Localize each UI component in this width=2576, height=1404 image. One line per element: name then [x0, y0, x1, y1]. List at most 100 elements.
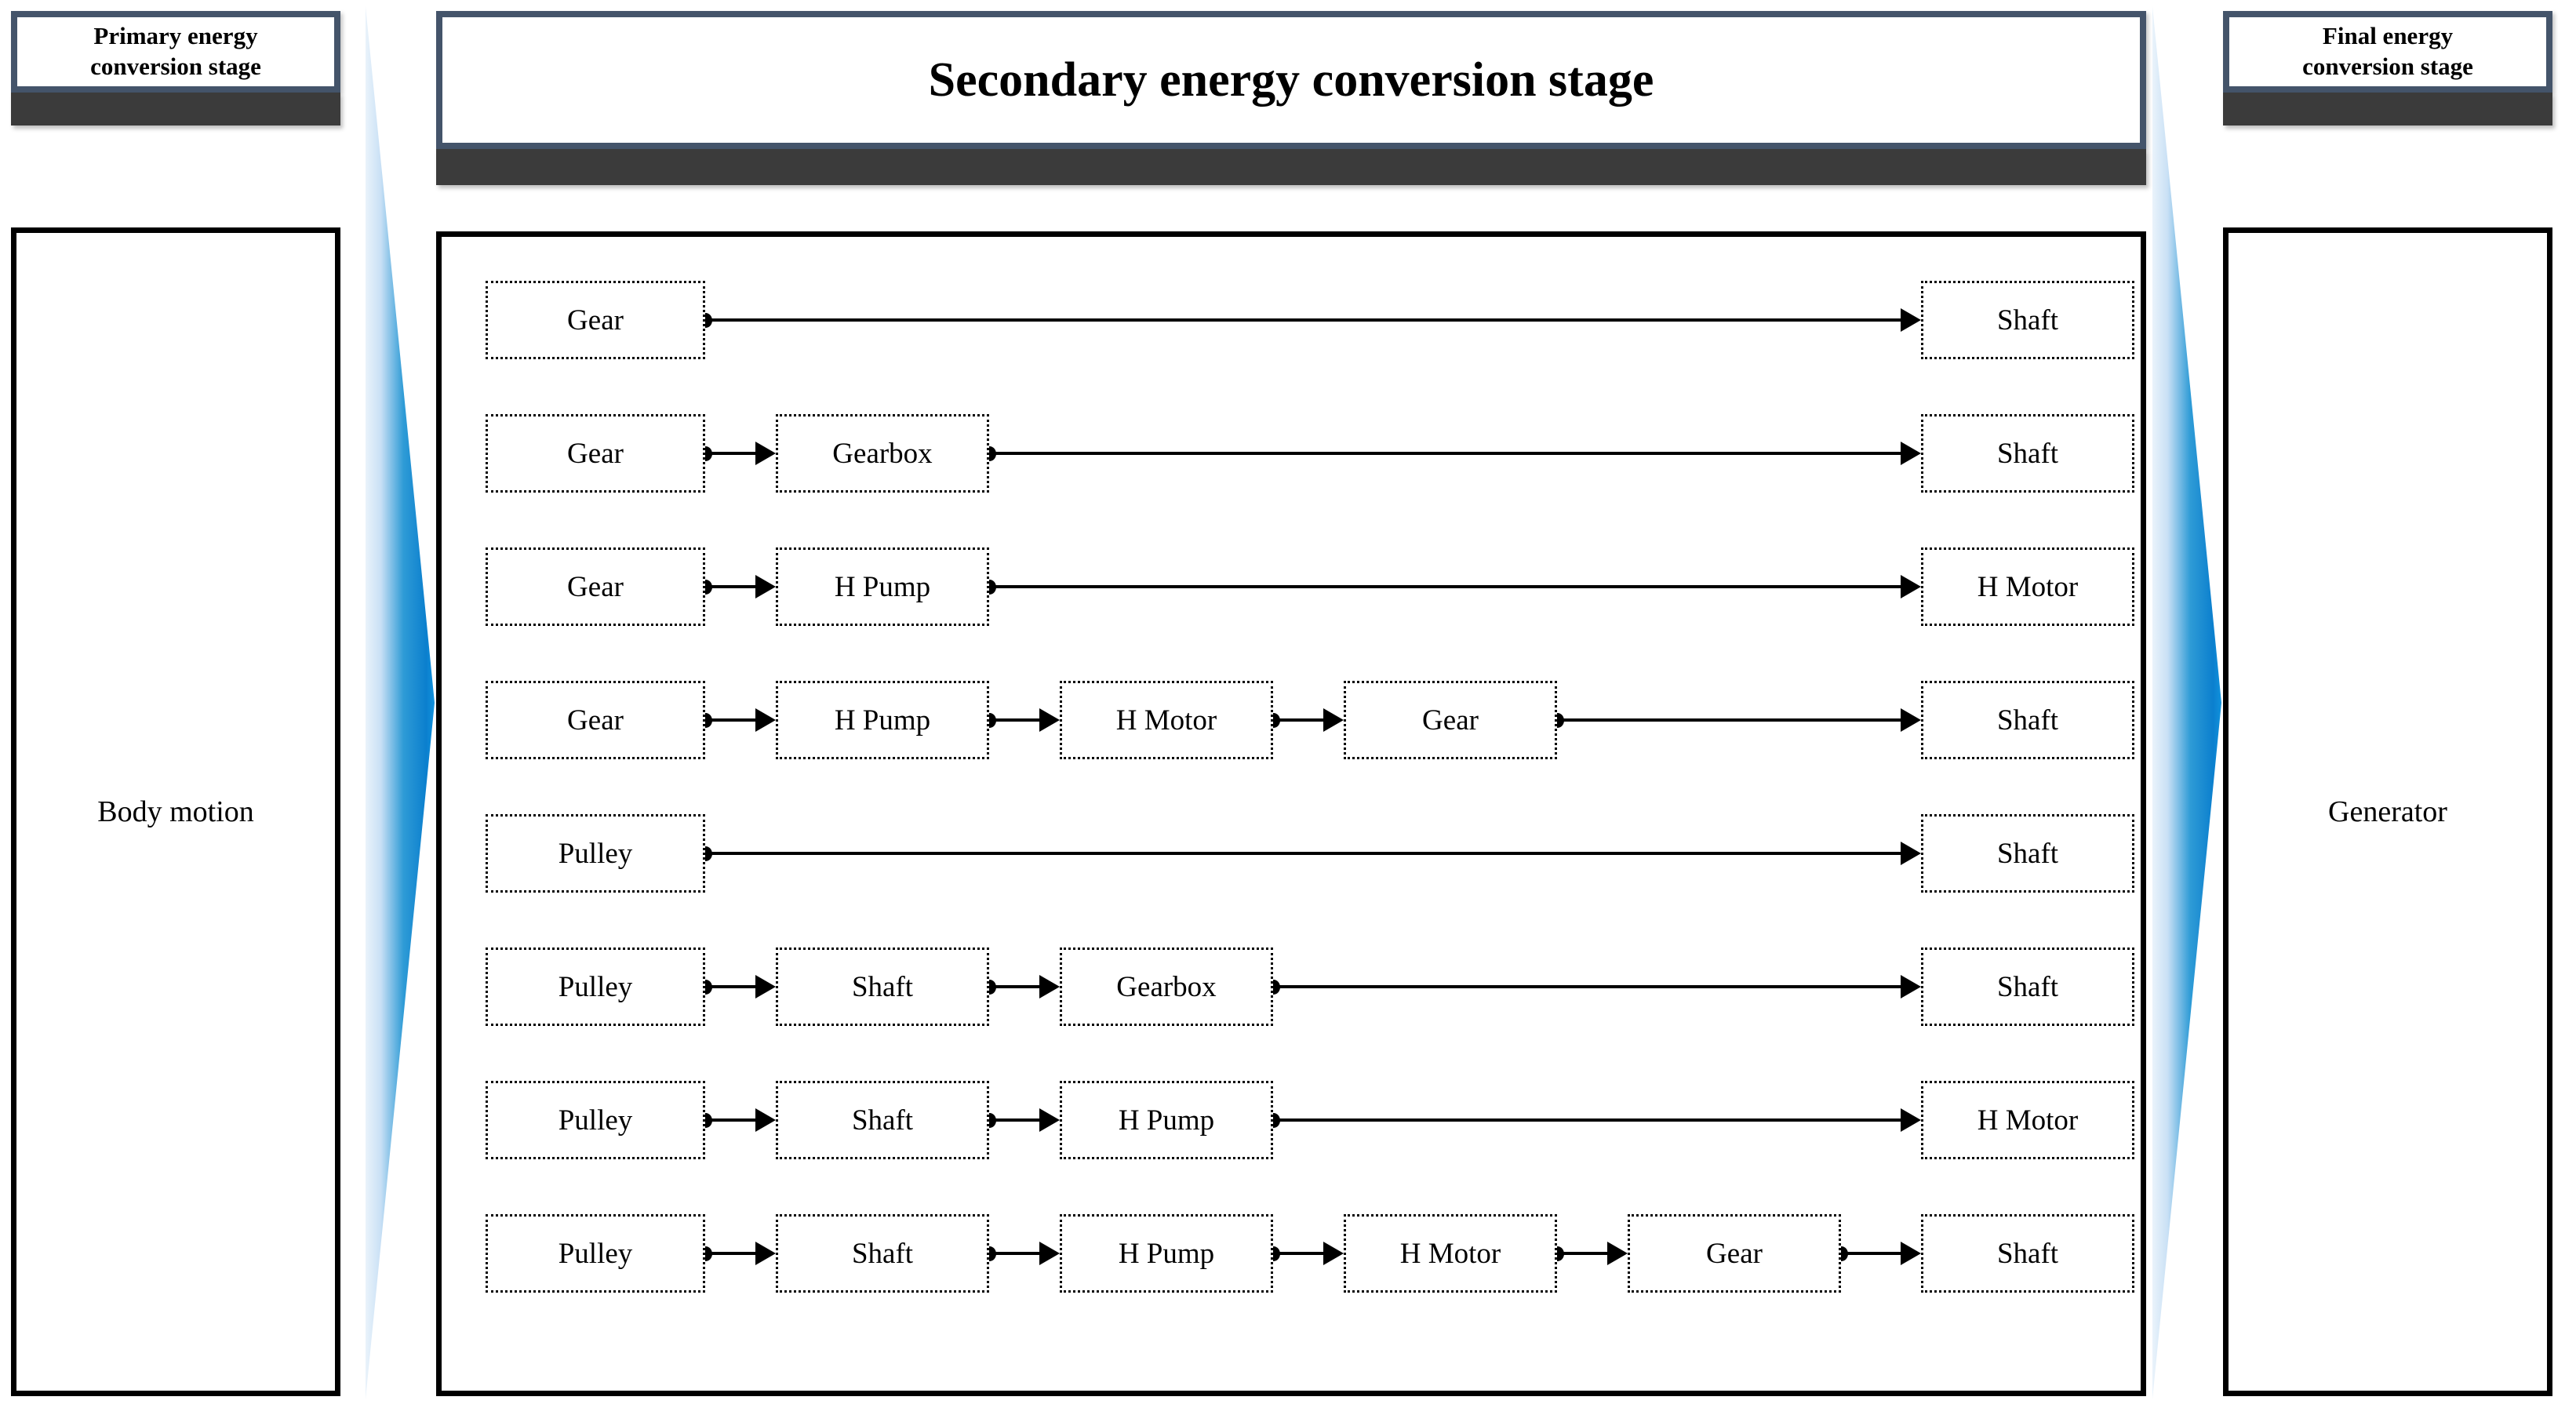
connector-arrowhead-icon: [755, 1242, 776, 1265]
connector-line: [989, 1118, 1042, 1122]
flow-node-label: Shaft: [851, 970, 914, 1003]
flow-node[interactable]: Pulley: [486, 1214, 705, 1293]
flow-node-label: Gear: [567, 304, 624, 336]
connector-line: [1273, 718, 1326, 722]
flow-node[interactable]: Gear: [486, 414, 705, 493]
flow-node-terminal[interactable]: Shaft: [1921, 1214, 2134, 1293]
flow-node-label: Gear: [567, 570, 624, 603]
flow-node[interactable]: Gearbox: [1060, 948, 1273, 1026]
flow-node-terminal[interactable]: Shaft: [1921, 414, 2134, 493]
primary-stage-header-line1: Primary energy: [93, 22, 258, 50]
flow-node-label: Pulley: [558, 1104, 633, 1137]
connector-arrowhead-icon: [1607, 1242, 1628, 1265]
flow-node[interactable]: Pulley: [486, 1081, 705, 1159]
connector-arrowhead-icon: [1901, 1108, 1921, 1132]
flow-node-label: Shaft: [851, 1104, 914, 1137]
connector-arrowhead-icon: [1901, 1242, 1921, 1265]
connector-line: [705, 318, 1904, 322]
flow-node[interactable]: Gearbox: [776, 414, 989, 493]
flow-node-terminal[interactable]: H Motor: [1921, 547, 2134, 626]
flow-node[interactable]: Pulley: [486, 948, 705, 1026]
connector-arrowhead-icon: [1039, 708, 1060, 732]
connector-arrowhead-icon: [1901, 442, 1921, 465]
flow-node[interactable]: Shaft: [776, 948, 989, 1026]
flow-node-label: Pulley: [558, 1237, 633, 1270]
connector-line: [1557, 718, 1904, 722]
connector-line: [705, 452, 759, 455]
blue-lens-left-shape: [366, 6, 435, 1399]
connector-arrowhead-icon: [1901, 975, 1921, 998]
connector-line: [1273, 1252, 1326, 1255]
connector-arrowhead-icon: [755, 1108, 776, 1132]
final-stage-body-label: Generator: [2328, 795, 2447, 828]
final-stage-header: Final energy conversion stage: [2223, 11, 2552, 93]
flow-node[interactable]: Shaft: [776, 1081, 989, 1159]
flow-node[interactable]: H Motor: [1344, 1214, 1557, 1293]
blue-lens-right: [2140, 6, 2234, 1399]
connector-line: [1273, 985, 1904, 988]
flow-node-terminal[interactable]: Shaft: [1921, 681, 2134, 759]
blue-lens-right-shape: [2152, 6, 2221, 1399]
flow-node[interactable]: Gear: [486, 681, 705, 759]
flow-node-label: Gear: [1706, 1237, 1763, 1270]
final-stage-header-line1: Final energy: [2322, 22, 2454, 50]
flow-row: Gear H Pump H Motor Gear Shaft: [486, 681, 2134, 759]
connector-arrowhead-icon: [1039, 1242, 1060, 1265]
connector-arrowhead-icon: [755, 708, 776, 732]
flow-node-label: H Pump: [1118, 1237, 1215, 1270]
flow-node[interactable]: Gear: [1628, 1214, 1841, 1293]
connector-arrowhead-icon: [1039, 975, 1060, 998]
connector-arrowhead-icon: [1323, 708, 1344, 732]
flow-row: Gear H Pump H Motor: [486, 547, 2134, 626]
flow-node-terminal[interactable]: Shaft: [1921, 281, 2134, 359]
connector-line: [705, 718, 759, 722]
flow-row: Pulley Shaft H Pump H Motor Gear Shaft: [486, 1214, 2134, 1293]
flow-node[interactable]: H Pump: [1060, 1081, 1273, 1159]
primary-stage-header: Primary energy conversion stage: [11, 11, 340, 93]
connector-arrowhead-icon: [1901, 308, 1921, 332]
connector-line: [1841, 1252, 1904, 1255]
connector-line: [705, 1252, 759, 1255]
flow-row: Pulley Shaft Gearbox Shaft: [486, 948, 2134, 1026]
flow-node-label: H Motor: [1399, 1237, 1501, 1270]
final-stage-header-line2: conversion stage: [2302, 53, 2473, 80]
primary-stage-header-line2: conversion stage: [90, 53, 261, 80]
connector-line: [989, 585, 1904, 588]
secondary-stage-header: Secondary energy conversion stage: [436, 11, 2146, 149]
connector-line: [705, 1118, 759, 1122]
connector-arrowhead-icon: [1901, 575, 1921, 598]
flow-node-terminal[interactable]: Shaft: [1921, 948, 2134, 1026]
flow-node[interactable]: Gear: [486, 547, 705, 626]
flow-node[interactable]: Pulley: [486, 814, 705, 893]
flow-node-label: H Motor: [1977, 1104, 2079, 1137]
flow-node-label: H Pump: [1118, 1104, 1215, 1137]
flow-node-label: Shaft: [1996, 970, 2059, 1003]
flow-node-label: H Motor: [1977, 570, 2079, 603]
flow-node[interactable]: Shaft: [776, 1214, 989, 1293]
flow-node-label: Shaft: [1996, 437, 2059, 470]
connector-arrowhead-icon: [755, 575, 776, 598]
connector-arrowhead-icon: [1901, 708, 1921, 732]
secondary-stage-header-bar: [436, 149, 2146, 185]
connector-arrowhead-icon: [755, 442, 776, 465]
flow-node-terminal[interactable]: Shaft: [1921, 814, 2134, 893]
flow-node[interactable]: Gear: [486, 281, 705, 359]
flow-node[interactable]: Gear: [1344, 681, 1557, 759]
connector-line: [989, 718, 1042, 722]
connector-line: [1557, 1252, 1610, 1255]
primary-stage-header-bar: [11, 93, 340, 125]
blue-lens-left: [353, 6, 447, 1399]
connector-line: [989, 452, 1904, 455]
flow-node[interactable]: H Motor: [1060, 681, 1273, 759]
connector-line: [989, 1252, 1042, 1255]
flow-row: Pulley Shaft: [486, 814, 2134, 893]
flow-node[interactable]: H Pump: [1060, 1214, 1273, 1293]
flow-node-terminal[interactable]: H Motor: [1921, 1081, 2134, 1159]
connector-arrowhead-icon: [1901, 842, 1921, 865]
flow-node[interactable]: H Pump: [776, 547, 989, 626]
flow-row: Gear Gearbox Shaft: [486, 414, 2134, 493]
flow-node[interactable]: H Pump: [776, 681, 989, 759]
final-stage-header-bar: [2223, 93, 2552, 125]
